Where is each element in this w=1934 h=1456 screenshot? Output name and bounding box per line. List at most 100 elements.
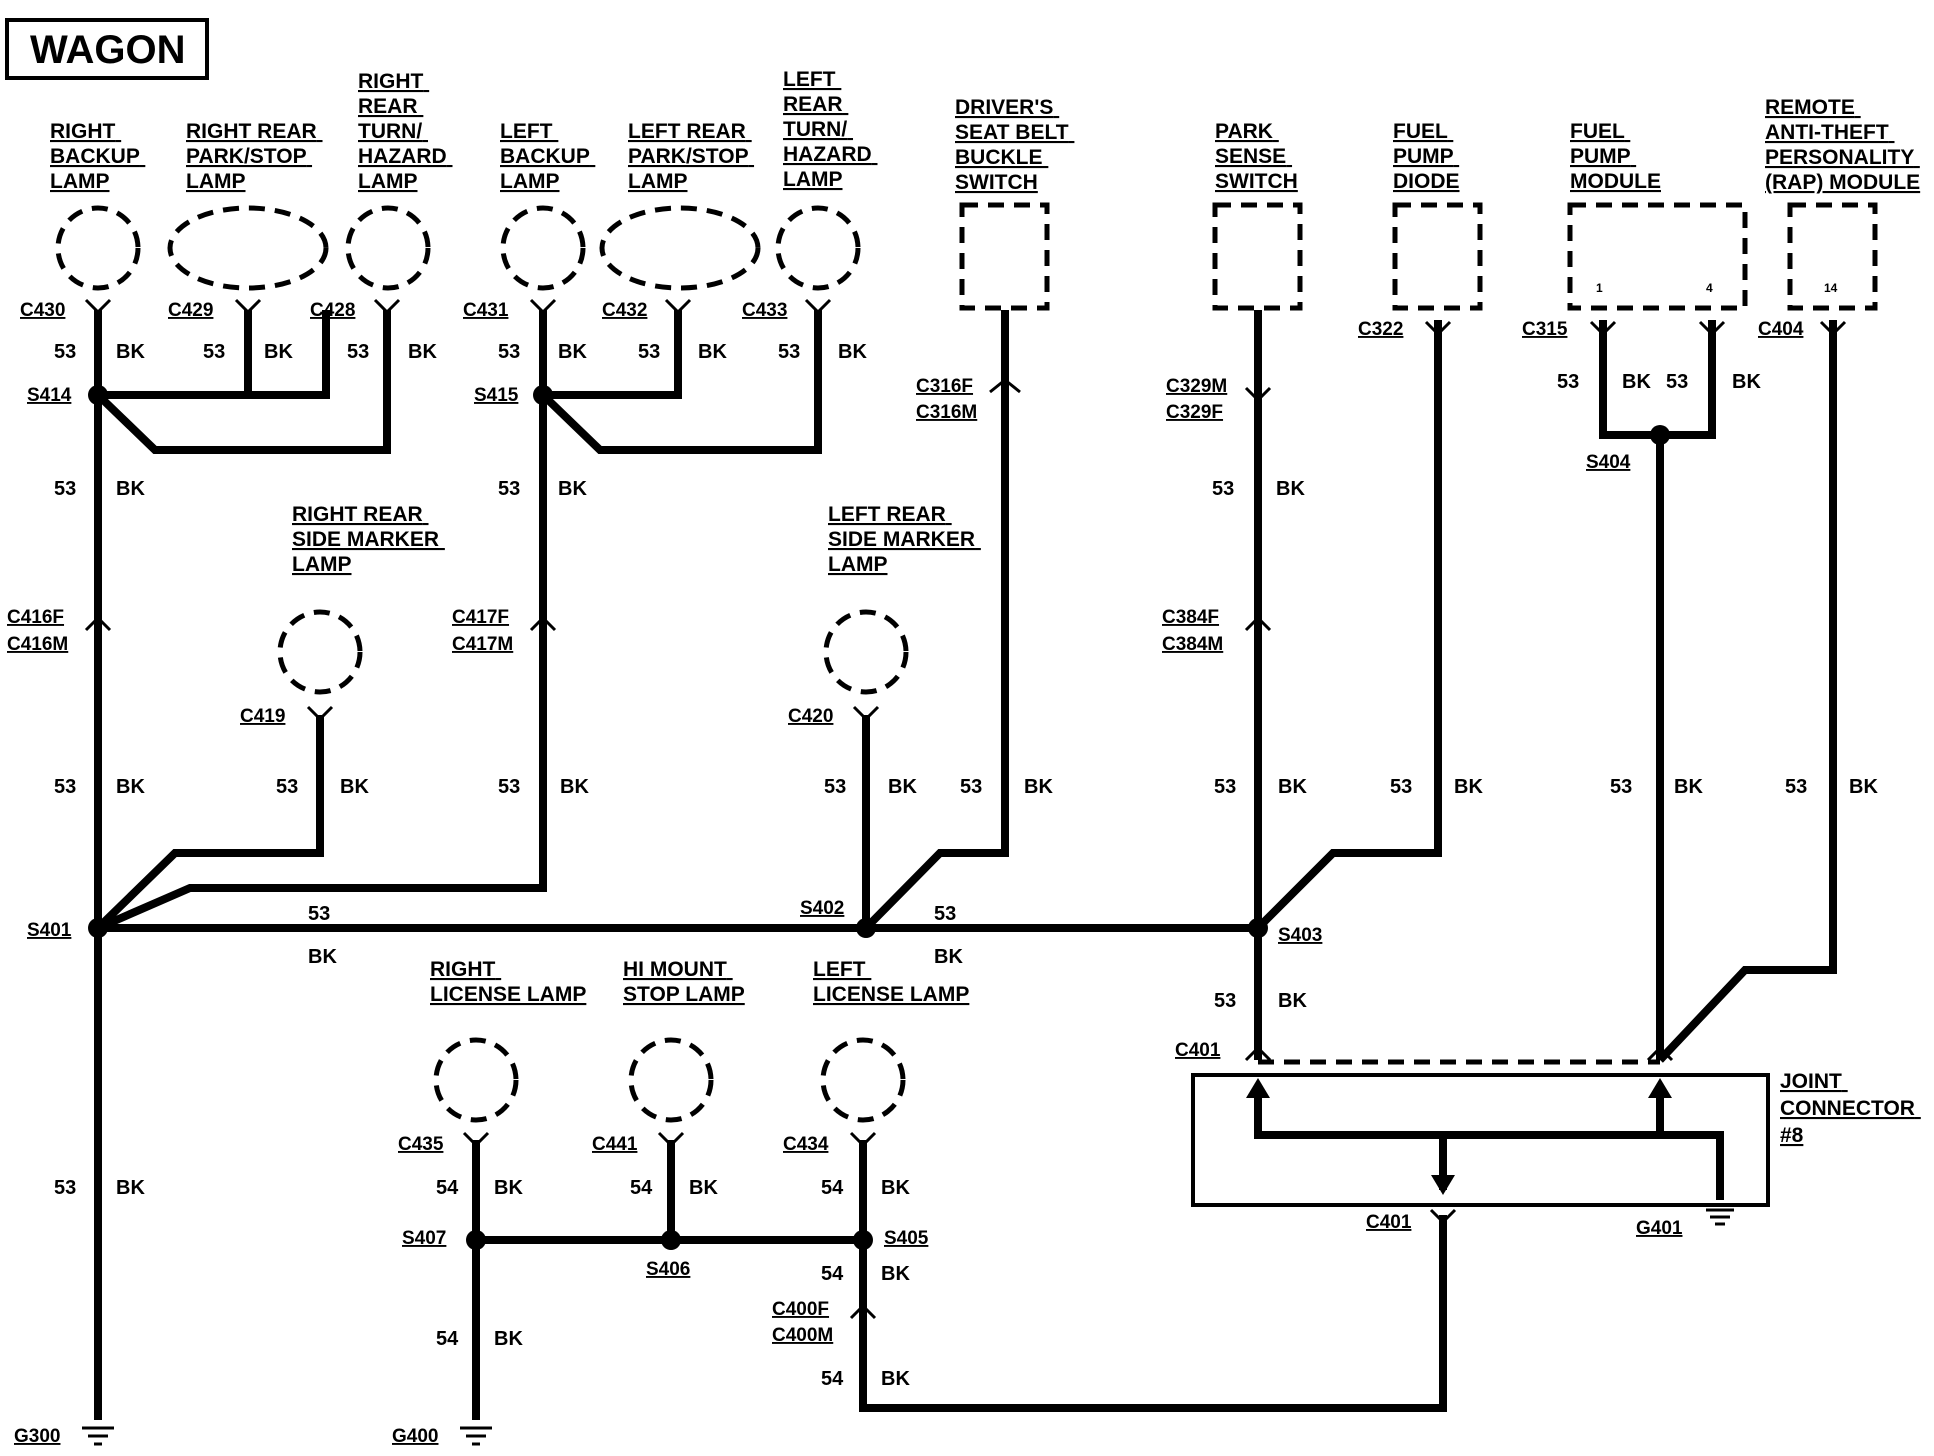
- splice-s402: [856, 918, 876, 938]
- fuel-pump-module-icon: [1567, 202, 1748, 311]
- seat-belt-switch-icon: [959, 202, 1050, 311]
- label-left-rear-turn-hazard-lamp: LEFT REAR TURN/ HAZARD LAMP: [783, 68, 878, 191]
- component-shapes: [55, 202, 1878, 1207]
- wire-num: 53: [54, 478, 76, 500]
- label-left-rear-park-stop-lamp: LEFT REAR PARK/STOP LAMP: [628, 120, 754, 193]
- label-fuel-pump-diode: FUEL PUMP DIODE: [1393, 120, 1460, 193]
- ref-s404: S404: [1586, 452, 1631, 473]
- ref-c433: C433: [742, 300, 787, 321]
- ref-s415: S415: [474, 385, 519, 406]
- splice-s406: [661, 1230, 681, 1250]
- ground-g400-icon: [460, 1426, 492, 1446]
- label-joint-connector: JOINT CONNECTOR #8: [1780, 1070, 1921, 1147]
- splice-s401: [88, 918, 108, 938]
- right-rear-side-marker-lamp-icon: [277, 609, 363, 695]
- label-right-rear-turn-hazard-lamp: RIGHT REAR TURN/ HAZARD LAMP: [358, 70, 453, 193]
- fpm-pin-1: 1: [1596, 281, 1603, 295]
- ref-s406: S406: [646, 1259, 690, 1280]
- label-left-license-lamp: LEFT LICENSE LAMP: [813, 958, 969, 1006]
- wire-num: 54: [821, 1177, 844, 1199]
- fpm-pin-4: 4: [1706, 281, 1713, 295]
- wire-labels: 53 BK 53 BK 53 BK 53 BK 53 BK 53 BK 53 B…: [54, 341, 1878, 1390]
- diagram-title: WAGON: [30, 28, 186, 72]
- wire-color: BK: [1024, 776, 1053, 798]
- ref-g400: G400: [392, 1426, 438, 1447]
- wire-num: 53: [498, 341, 520, 363]
- wire-num: 53: [1390, 776, 1412, 798]
- wires: [94, 310, 1837, 1420]
- ref-c322: C322: [1358, 319, 1403, 340]
- wire-num: 53: [934, 903, 956, 925]
- wire-color: BK: [560, 776, 589, 798]
- wire-num: 53: [308, 903, 330, 925]
- label-right-rear-side-marker-lamp: RIGHT REAR SIDE MARKER LAMP: [292, 503, 445, 576]
- wire-num: 53: [824, 776, 846, 798]
- wire-num: 53: [347, 341, 369, 363]
- ref-s407: S407: [402, 1228, 446, 1249]
- wire-num: 53: [54, 776, 76, 798]
- left-backup-lamp-icon: [500, 205, 586, 291]
- ref-c315: C315: [1522, 319, 1568, 340]
- splice-s415: [533, 385, 553, 405]
- wire-num: 53: [1557, 371, 1579, 393]
- label-fuel-pump-module: FUEL PUMP MODULE: [1570, 120, 1661, 193]
- splice-s414: [88, 385, 108, 405]
- splice-s407: [466, 1230, 486, 1250]
- wire-num: 54: [630, 1177, 653, 1199]
- ref-c429: C429: [168, 300, 213, 321]
- wire-color: BK: [1732, 371, 1761, 393]
- wire-color: BK: [558, 478, 587, 500]
- wire-color: BK: [1674, 776, 1703, 798]
- left-license-lamp-icon: [820, 1037, 906, 1123]
- ref-c416f: C416F: [7, 607, 64, 628]
- fuel-pump-diode-icon: [1392, 202, 1483, 311]
- wire-color: BK: [494, 1328, 523, 1350]
- ref-c401-bottom: C401: [1366, 1212, 1412, 1233]
- wire-num: 53: [203, 341, 225, 363]
- ground-g401-icon: [1706, 1208, 1734, 1226]
- right-rear-park-stop-lamp-icon: [167, 205, 329, 291]
- wire-num: 53: [1785, 776, 1807, 798]
- ground-symbols: [82, 1208, 1734, 1446]
- ref-c435: C435: [398, 1134, 444, 1155]
- ref-c400f: C400F: [772, 1299, 829, 1320]
- ref-s414: S414: [27, 385, 72, 406]
- wire-color: BK: [934, 946, 963, 968]
- ref-c431: C431: [463, 300, 509, 321]
- left-rear-turn-hazard-lamp-icon: [775, 205, 861, 291]
- wire-color: BK: [698, 341, 727, 363]
- ground-g300-icon: [82, 1426, 114, 1446]
- wire-num: 53: [54, 341, 76, 363]
- label-right-backup-lamp: RIGHT BACKUP LAMP: [50, 120, 145, 193]
- hi-mount-stop-lamp-icon: [628, 1037, 714, 1123]
- rap-module-icon: [1787, 202, 1878, 311]
- wire-color: BK: [494, 1177, 523, 1199]
- wire-color: BK: [881, 1368, 910, 1390]
- wire-num: 53: [638, 341, 660, 363]
- title-box: [5, 18, 209, 80]
- splice-s405: [853, 1230, 873, 1250]
- ref-c434: C434: [783, 1134, 829, 1155]
- wire-num: 53: [498, 776, 520, 798]
- wire-color: BK: [308, 946, 337, 968]
- ref-c329m: C329M: [1166, 376, 1227, 397]
- wire-color: BK: [1278, 776, 1307, 798]
- ref-c404: C404: [1758, 319, 1804, 340]
- wire-color: BK: [888, 776, 917, 798]
- wire-num: 53: [1214, 776, 1236, 798]
- left-rear-park-stop-lamp-icon: [599, 205, 761, 291]
- wire-color: BK: [881, 1177, 910, 1199]
- wire-color: BK: [264, 341, 293, 363]
- wire-color: BK: [116, 1177, 145, 1199]
- ref-g300: G300: [14, 1426, 60, 1447]
- wire-num: 53: [1610, 776, 1632, 798]
- left-rear-side-marker-lamp-icon: [823, 609, 909, 695]
- wire-color: BK: [116, 478, 145, 500]
- ref-g401: G401: [1636, 1218, 1683, 1239]
- ref-c420: C420: [788, 706, 833, 727]
- wire-color: BK: [558, 341, 587, 363]
- ref-c417f: C417F: [452, 607, 509, 628]
- wire-color: BK: [1454, 776, 1483, 798]
- ref-s402: S402: [800, 898, 844, 919]
- ref-c401-top: C401: [1175, 1040, 1221, 1061]
